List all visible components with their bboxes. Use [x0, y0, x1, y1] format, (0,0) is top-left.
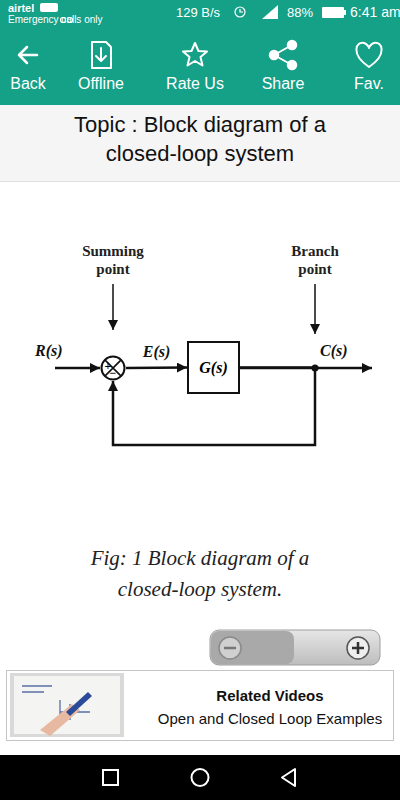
sign-symbol: −: [108, 367, 118, 380]
toolbar-label: Share: [243, 74, 323, 93]
banner-heading: Related Videos: [146, 687, 394, 704]
nav-bar: [0, 755, 400, 800]
toolbar-label: Rate Us: [150, 74, 240, 93]
clock: 6:41 am: [350, 4, 400, 21]
signal-connector: [126, 366, 187, 369]
related-videos-banner: Related VideosOpen and Closed Loop Examp…: [6, 670, 394, 741]
figure-caption: Fig: 1 Block diagram of a closed-loop sy…: [65, 543, 335, 605]
summing-junction: +−: [100, 355, 126, 381]
block-label: G(s): [199, 359, 227, 377]
nav-buttons: [103, 769, 295, 786]
toolbar-label: Back: [0, 74, 58, 93]
output-line: [240, 367, 372, 370]
banner-text: Open and Closed Loop Examples: [146, 710, 394, 727]
data-rate: 129 B/s: [176, 5, 232, 21]
banner-background: [7, 671, 394, 741]
app-bar: [0, 0, 400, 105]
zoom-control: [210, 630, 380, 665]
toolbar-label: Fav.: [339, 74, 399, 93]
pointer-arrow: [314, 284, 316, 334]
signal-name: E(s): [137, 342, 177, 361]
page-title: Topic : Block diagram of a closed-loop s…: [40, 110, 360, 168]
branch-dot: [312, 365, 319, 372]
pointer-label: Summing point: [78, 242, 148, 278]
pointer-arrow: [112, 284, 114, 330]
transfer-block: G(s): [187, 341, 240, 394]
pointer-label: Branch point: [284, 242, 346, 278]
title-rule: [0, 181, 400, 182]
signal-name: C(s): [320, 341, 360, 360]
input-line: [55, 367, 100, 370]
video-thumbnail: [10, 673, 124, 737]
carrier-name: airtel: [8, 2, 88, 15]
toolbar-icons: [19, 41, 382, 69]
battery-level: 88%: [287, 5, 321, 21]
signal-name: R(s): [35, 341, 75, 360]
title-band: [0, 105, 400, 182]
status-text: Emergency calls only: [8, 14, 138, 26]
toolbar-label: Offline: [61, 74, 141, 93]
